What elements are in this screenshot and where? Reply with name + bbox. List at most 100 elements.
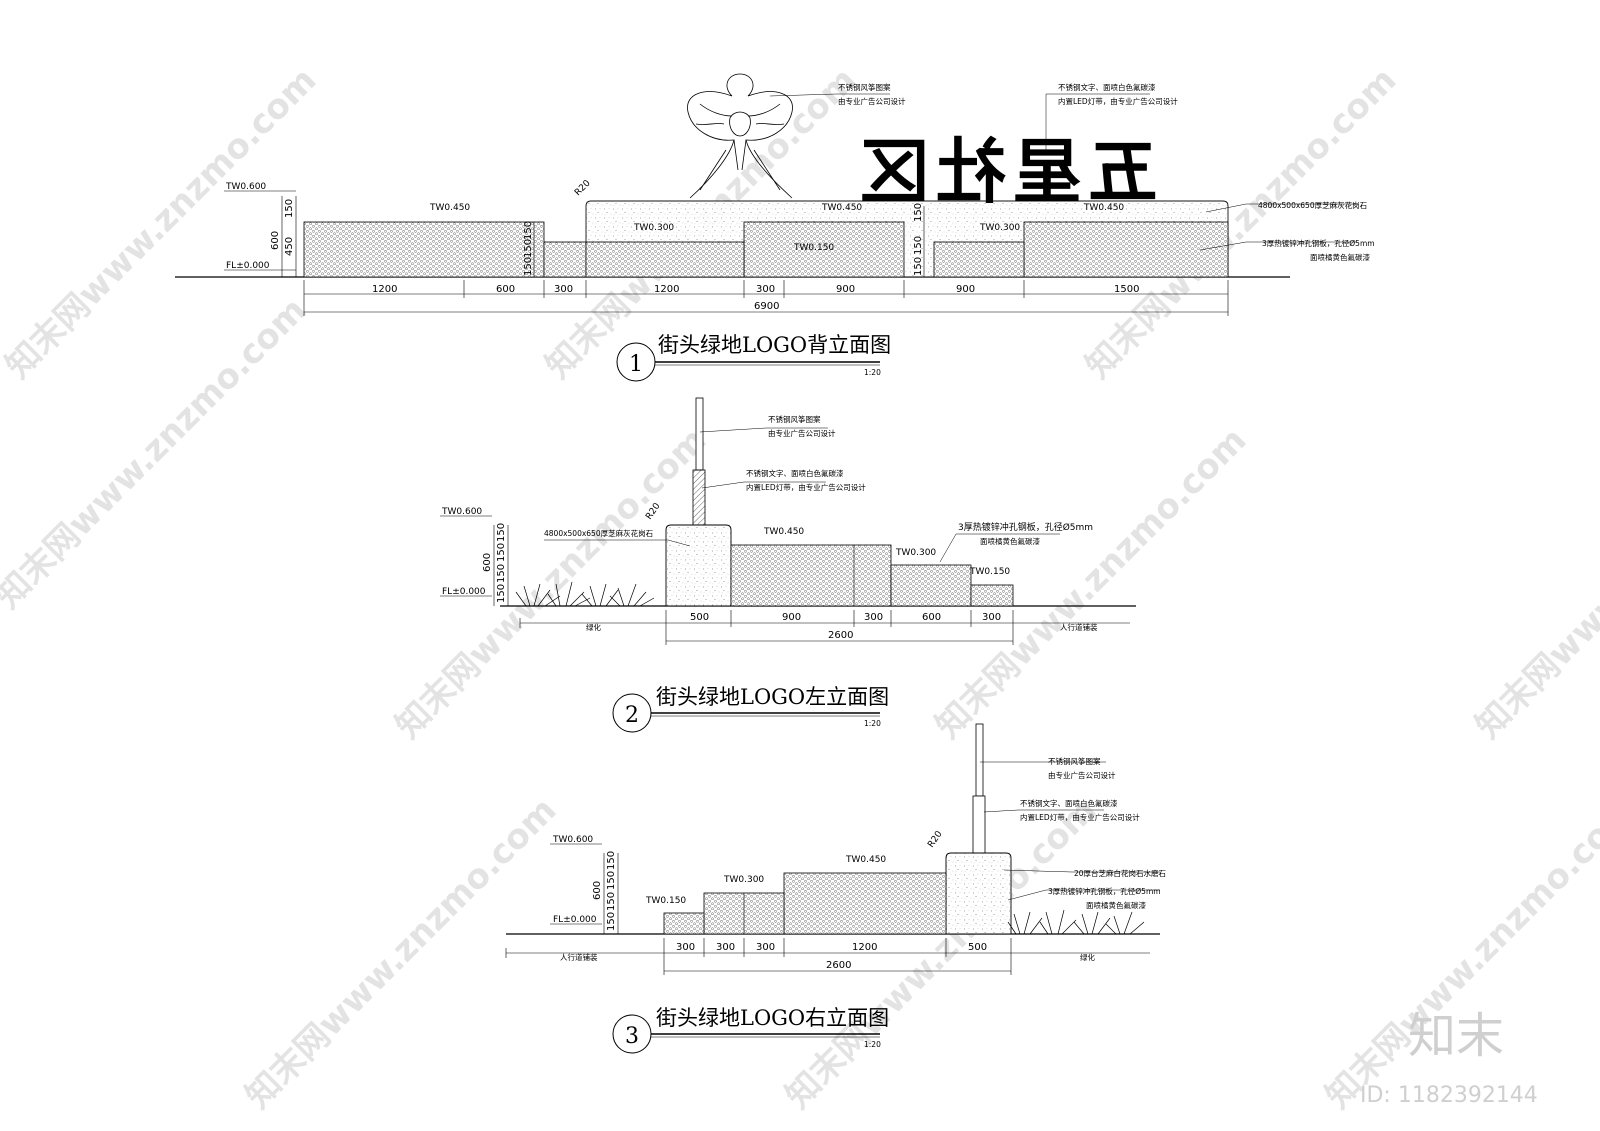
level-label: TW0.150 [969,567,1010,577]
sign-letter-section [972,795,986,855]
dim-label: 150 [606,912,617,931]
dim-label: 300 [864,612,883,623]
dim-label: 150 [284,199,295,218]
mesh-wall [970,584,1014,607]
level-label: TW0.150 [793,243,834,253]
mesh-wall [663,912,705,935]
view-title: 3 街头绿地LOGO右立面图 1:20 [612,1006,889,1054]
vertical-dimensions: 150 150 150 150 600 [482,523,509,606]
dim-label: 150 [913,257,924,276]
view-title-text: 街头绿地LOGO左立面图 [656,685,889,709]
dim-label: 1500 [1114,284,1139,295]
dim-total: 2600 [828,630,853,641]
note: 20厚台芝麻白花岗石水磨石 [1074,868,1167,878]
note: 3厚热镀锌冲孔钢板，孔径Ø5mm [1262,238,1375,248]
brand-id: ID: 1182392144 [1360,1083,1538,1108]
dim-label: 300 [676,942,695,953]
level-label: TW0.450 [1083,203,1124,213]
side-label: 绿化 [1080,952,1096,962]
dim-label: 500 [968,942,987,953]
dim-label: 1200 [372,284,397,295]
dim-label: 300 [756,942,775,953]
note: 内置LED灯带，由专业广告公司设计 [1020,812,1140,822]
view-title: 1 街头绿地LOGO背立面图 1:20 [616,333,891,382]
dim-label: 150 [913,203,924,222]
mesh-wall [730,544,892,607]
mesh-wall [743,221,905,278]
note: 内置LED灯带，由专业广告公司设计 [1058,96,1178,106]
level-label: TW0.450 [429,203,470,213]
horizontal-dimensions: 1200 600 300 1200 300 900 900 1500 6900 [303,280,1229,316]
dim-label: 300 [716,942,735,953]
note: 4800x500x650厚芝麻灰花岗石 [544,528,654,538]
sign-text: 五星社区 [854,130,1158,213]
level-label: TW0.300 [895,548,936,558]
dim-label: 900 [836,284,855,295]
dim-label: 600 [496,284,515,295]
dim-label: 150 [496,584,507,603]
planting [515,581,655,607]
note: 3厚热镀锌冲孔钢板，孔径Ø5mm [1048,886,1161,896]
dim-label: 150 [496,543,507,562]
vertical-dimensions: 150 150 150 150 600 [592,851,619,934]
view-3-right-elevation: TW0.600 FL±0.000 TW0.150 TW0.300 TW0.450… [505,723,1167,1054]
dim-label: 150 [496,564,507,583]
dim-label: 150 [913,236,924,255]
vertical-dimensions: 150 450 600 150 150 150 150 150 150 [270,196,925,277]
dim-label: 900 [782,612,801,623]
dim-total: 6900 [754,301,779,312]
level-label: TW0.300 [633,223,674,233]
note: 不锈钢文字、面喷白色氟碳漆 [1058,82,1156,92]
level-label: TW0.450 [763,527,804,537]
level-label: TW0.600 [441,507,482,517]
sign-letter-section [692,469,706,526]
kite-pole [695,397,704,471]
dim-label: 300 [554,284,573,295]
note: 不锈钢文字、面喷白色氟碳漆 [746,468,844,478]
level-label: TW0.450 [845,855,886,865]
material-notes: 不锈钢风筝图案 由专业广告公司设计 不锈钢文字、面喷白色氟碳漆 内置LED灯带，… [980,756,1167,910]
view-scale: 1:20 [864,719,881,728]
note: 不锈钢文字、面喷白色氟碳漆 [1020,798,1118,808]
view-title-text: 街头绿地LOGO背立面图 [658,333,891,357]
dim-label: 150 [523,239,534,258]
note: 4800x500x650厚芝麻灰花岗石 [1258,200,1368,210]
dim-label: 300 [982,612,1001,623]
watermark-text: 知末网www.znzmo.com [928,420,1254,746]
dim-label: 600 [482,553,493,572]
dim-label: 1200 [654,284,679,295]
planting [1007,909,1145,935]
mesh-wall [1023,221,1229,278]
radius-label: R20 [926,829,945,849]
level-label: TW0.150 [645,896,686,906]
mesh-wall [585,241,745,278]
dim-label: 300 [756,284,775,295]
dim-label: 900 [956,284,975,295]
level-label: TW0.300 [723,875,764,885]
horizontal-dimensions: 300 300 300 1200 500 2600 人行道铺装 绿化 [505,938,1150,975]
dim-label: 600 [270,231,281,250]
view-title-text: 街头绿地LOGO右立面图 [656,1006,889,1030]
dim-label: 600 [922,612,941,623]
note: 面喷橘黄色氟碳漆 [980,536,1040,546]
view-2-left-elevation: TW0.600 FL±0.000 TW0.450 TW0.300 TW0.150… [440,397,1136,733]
horizontal-dimensions: 500 900 300 600 300 2600 绿化 人行道铺装 [519,610,1130,645]
granite-block [665,524,732,607]
note: 面喷橘黄色氟碳漆 [1086,900,1146,910]
view-1-back-elevation: 五星社区 TW0.600 TW0.450 TW0.300 TW0.450 TW0… [175,73,1375,382]
level-label: TW0.450 [821,203,862,213]
dim-label: 450 [284,237,295,256]
level-markers: TW0.600 TW0.450 TW0.300 TW0.450 TW0.150 … [224,178,1124,271]
level-label: TW0.300 [979,223,1020,233]
level-label: TW0.600 [225,182,266,192]
dim-label: 500 [690,612,709,623]
brand-watermark: 知末 ID: 1182392144 [1360,1008,1538,1108]
kite-sculpture [687,73,793,199]
view-number: 1 [629,352,643,377]
dim-total: 2600 [826,960,851,971]
dim-label: 150 [606,851,617,870]
side-label: 人行道铺装 [560,952,598,962]
mesh-wall [890,564,972,607]
level-label: TW0.600 [552,835,593,845]
